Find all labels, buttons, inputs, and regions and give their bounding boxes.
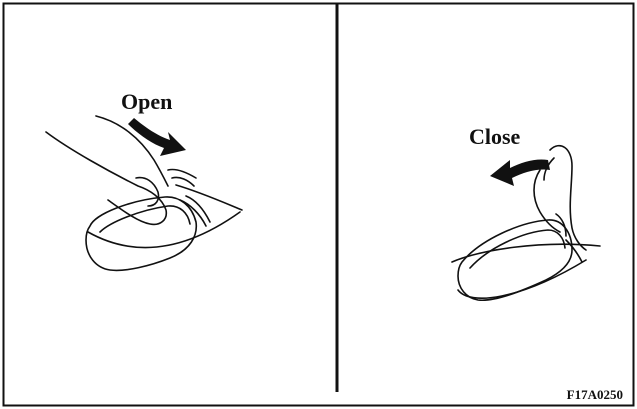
open-motion-line-1 [168,169,196,178]
close-label: Close [469,124,520,150]
close-console-edge [458,260,586,298]
close-arrow-icon [490,159,550,186]
close-lid-inner [470,230,565,268]
open-arrow-icon [128,118,186,156]
close-console-line [452,244,600,262]
close-finger-front [534,170,560,232]
open-console-line [176,185,242,210]
open-label: Open [121,89,172,115]
open-console-edge [88,212,240,248]
open-panel-drawing [46,116,242,270]
figure-code: F17A0250 [567,387,623,403]
outer-border [4,4,634,406]
close-finger-outline [550,146,586,250]
